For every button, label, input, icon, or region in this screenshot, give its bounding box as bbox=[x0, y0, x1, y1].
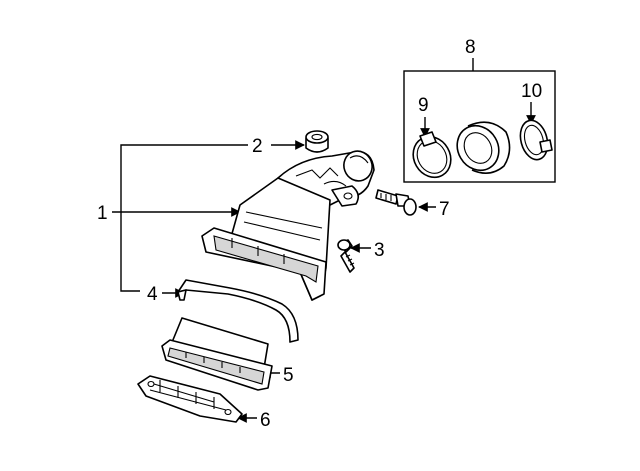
callout-1: 1 bbox=[97, 203, 108, 224]
callout-9: 9 bbox=[418, 95, 429, 116]
clamp-icon bbox=[519, 119, 553, 161]
kit-box bbox=[403, 70, 556, 183]
callout-3: 3 bbox=[374, 240, 385, 261]
callout-6: 6 bbox=[260, 410, 271, 431]
callout-5: 5 bbox=[283, 365, 294, 386]
grommet-icon bbox=[305, 130, 329, 153]
bracket-1 bbox=[120, 144, 248, 292]
resonator-icon bbox=[456, 121, 511, 174]
filter-bracket-icon bbox=[137, 375, 243, 423]
sensor-icon bbox=[375, 189, 417, 216]
callout-10: 10 bbox=[521, 81, 542, 102]
bolt-icon bbox=[337, 239, 355, 273]
air-duct-icon bbox=[201, 150, 375, 301]
callout-2: 2 bbox=[252, 136, 263, 157]
clamp-icon bbox=[412, 131, 452, 179]
callout-7: 7 bbox=[439, 199, 450, 220]
callout-8: 8 bbox=[465, 37, 476, 58]
seal-icon bbox=[177, 279, 299, 343]
callout-4: 4 bbox=[147, 284, 158, 305]
air-filter-icon bbox=[161, 317, 273, 391]
